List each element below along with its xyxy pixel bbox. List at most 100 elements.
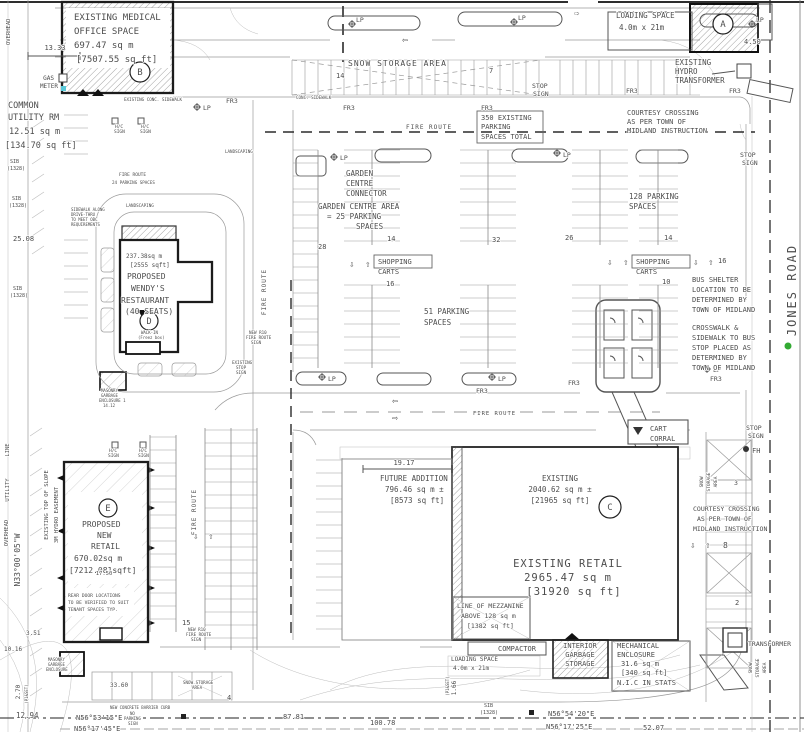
new-fr-sign-b2: FIRE ROUTE bbox=[186, 632, 212, 637]
crosswalk-3: STOP PLACED AS bbox=[692, 344, 751, 352]
count-14-top: 14 bbox=[336, 72, 344, 80]
sidewalk-note-1: SIDEWALK ALONG bbox=[71, 207, 105, 212]
courtesy-bot-2: AS PER TOWN OF bbox=[697, 515, 752, 523]
stop-jones-3: STOP bbox=[746, 424, 762, 432]
carts-1a: SHOPPING bbox=[378, 258, 412, 266]
wendys-garbage-enclosure bbox=[99, 371, 127, 391]
key-a: A bbox=[720, 20, 726, 30]
medical-area-ft: [7507.55 sq ft] bbox=[76, 55, 157, 65]
fr3-5: FR3 bbox=[476, 387, 488, 395]
carts-box-1 bbox=[373, 254, 433, 269]
bearing-1: N56°53'15"E bbox=[76, 714, 122, 722]
sib-2b: (1328) bbox=[9, 203, 27, 209]
mech-1: MECHANICAL bbox=[617, 642, 659, 650]
dim-33-60: 33.60 bbox=[110, 682, 128, 689]
snow-v1: SNOW bbox=[699, 476, 705, 487]
count-4: 4 bbox=[227, 694, 231, 702]
fire-route-v1: FIRE ROUTE bbox=[261, 269, 268, 315]
fr3-8: FR3 bbox=[226, 97, 238, 105]
wendys-2: WENDY'S bbox=[131, 284, 165, 293]
fr3-2: FR3 bbox=[481, 104, 493, 112]
hc-3: H/C bbox=[109, 448, 117, 454]
flow-arrow-icon-12: ⇩ bbox=[690, 541, 695, 551]
snow-v2: STORAGE bbox=[706, 472, 712, 491]
dim-13-33: 13.33 bbox=[44, 44, 65, 52]
no-parking-2: PARKING bbox=[124, 716, 141, 721]
crosswalk-1: CROSSWALK & bbox=[692, 324, 739, 332]
buildings bbox=[57, 0, 773, 692]
sib-2a: SIB bbox=[12, 196, 21, 202]
gca-2: = 25 PARKING bbox=[327, 212, 382, 221]
snow-v4: SNOW bbox=[748, 662, 754, 673]
hydro-3: TRANSFORMER bbox=[675, 76, 725, 85]
bus-stop-pad bbox=[595, 299, 661, 393]
gca-1: GARDEN CENTRE AREA bbox=[318, 202, 400, 211]
sib-4b: (1328) bbox=[480, 710, 498, 716]
garden-connector-structure bbox=[295, 155, 327, 177]
garbage-3: STORAGE bbox=[565, 660, 595, 668]
masonry-3: ENCLOSURE bbox=[46, 667, 68, 672]
cart-corral-2: CORRAL bbox=[650, 435, 675, 443]
sidewalk-note-2: DRIVE-THRU bbox=[71, 212, 96, 217]
wendys-4: (40 SEATS) bbox=[125, 307, 173, 316]
mech-4: [340 sq ft] bbox=[621, 669, 667, 677]
count-14-c: 14 bbox=[664, 234, 672, 242]
loading-space-1: LOADING SPACE bbox=[616, 11, 675, 20]
carts-box-2 bbox=[631, 254, 691, 269]
key-circle-d bbox=[139, 311, 159, 331]
mezzanine-1: LINE OF MEZZANINE bbox=[457, 602, 524, 610]
crosswalk-4: DETERMINED BY bbox=[692, 354, 748, 362]
bus-shelter-3: DETERMINED BY bbox=[692, 296, 748, 304]
courtesy-top-1: COURTESY CROSSING bbox=[627, 109, 699, 117]
lp-6: LP bbox=[563, 151, 571, 159]
new-retail-3: RETAIL bbox=[91, 542, 120, 551]
masonry-w3: ENCLOSURE 1 bbox=[99, 398, 126, 403]
count-16-a: 16 bbox=[386, 280, 394, 288]
wendys-3: RESTAURANT bbox=[121, 296, 169, 305]
bus-shelter-2: LOCATION TO BE bbox=[692, 286, 751, 294]
gca-3: SPACES bbox=[356, 222, 384, 231]
compactor-label: COMPACTOR bbox=[498, 645, 537, 653]
key-c: C bbox=[607, 503, 612, 513]
gas-meter-1: GAS bbox=[43, 75, 54, 82]
dim-17-50: 17.50 bbox=[96, 571, 113, 577]
common-utility-1: COMMON bbox=[8, 101, 39, 111]
flow-arrow-icon-10: ⇩ bbox=[193, 532, 198, 542]
parking-51-2: SPACES bbox=[424, 318, 452, 327]
new-retail-5: [7212.081sqft] bbox=[69, 566, 136, 575]
gas-meter-2: METER bbox=[40, 83, 58, 90]
parking-stalls bbox=[29, 18, 756, 697]
cart-corral-1: CART bbox=[650, 425, 668, 433]
cart-corral-icon bbox=[633, 427, 643, 435]
dim-3-51: 3.51 bbox=[26, 630, 41, 637]
hydro-1: EXISTING bbox=[675, 58, 712, 67]
flow-arrow-icon-14: ⇨ bbox=[574, 9, 580, 19]
planset-b: (P1&SET) bbox=[445, 676, 450, 695]
barrier-curb: NEW CONCRETE BARRIER CURB bbox=[110, 705, 171, 710]
mechanical-enclosure-outline bbox=[611, 640, 691, 692]
conc-sidewalk: CONC. SIDEWALK bbox=[296, 95, 332, 100]
courtesy-top-3: MIDLAND INSTRUCTION bbox=[627, 127, 707, 135]
fire-route-mid: FIRE ROUTE bbox=[473, 411, 516, 417]
bearing-2: N56°17'45"E bbox=[74, 725, 120, 732]
rear-door-3: TENANT SPACES TYP. bbox=[68, 607, 118, 613]
gas-valve-icon bbox=[61, 86, 66, 91]
bearing-3: N56°54'20"E bbox=[548, 710, 594, 718]
jones-road: JONES ROAD bbox=[785, 244, 799, 336]
walkin-2: (Freez box) bbox=[138, 335, 165, 340]
count-8: 8 bbox=[723, 541, 728, 550]
dim-87-81: 87.81 bbox=[283, 713, 304, 721]
dim-100-78: 100.78 bbox=[370, 719, 395, 727]
parking-51-1: 51 PARKING bbox=[424, 307, 470, 316]
loading2-2: 4.0m x 21m bbox=[453, 665, 490, 672]
count-14-b: 14 bbox=[387, 235, 395, 243]
count-3: 3 bbox=[734, 479, 738, 487]
fh-label: FH bbox=[752, 447, 760, 455]
landscaping-2: LANDSCAPING bbox=[225, 149, 253, 154]
exist-conc-sidewalk: EXISTING CONC. SIDEWALK bbox=[124, 97, 182, 102]
carts-2a: SHOPPING bbox=[636, 258, 670, 266]
common-utility-3: 12.51 sq m bbox=[9, 127, 60, 137]
hc-2b: SIGN bbox=[140, 129, 151, 135]
wendys-1: PROPOSED bbox=[127, 272, 166, 281]
flow-arrow-icon-6: ⇩ bbox=[693, 258, 698, 268]
